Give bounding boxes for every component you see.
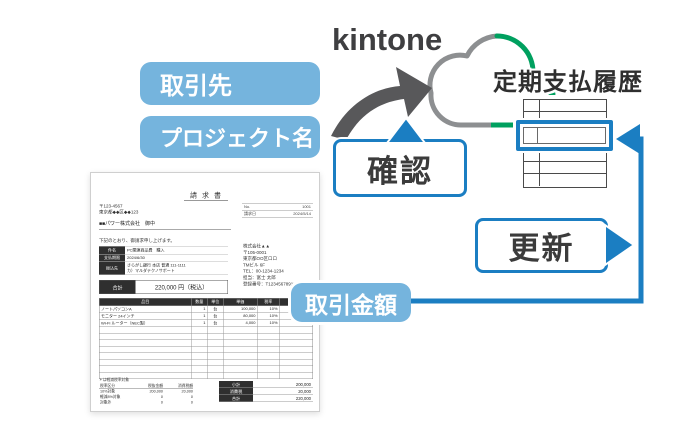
- meta-row-date: 請求日 2024/5/14: [242, 211, 313, 218]
- tag-project-name: プロジェクト名: [140, 116, 320, 158]
- tax-header-row: 税率区分 税抜金額 消費税額: [99, 383, 193, 389]
- issuer-name: 株式会社▲▲: [243, 243, 270, 249]
- invoice-issuer-block: 株式会社▲▲ 〒105-0001 東京都OO区ロロ TMビル 6F TEL：00…: [243, 243, 298, 287]
- tag-transaction-amount: 取引金額: [291, 283, 411, 322]
- tax-row: 対象外 0 0: [100, 400, 193, 405]
- invoice-detail-table: 件名 PC関連商品費 購入 支払期限 2024/6/30 振込先 さらがし銀行 …: [99, 246, 228, 275]
- invoice-tax-note: ＊は軽減税率対象: [99, 377, 129, 383]
- grand-total-row: 合計 220,000: [219, 395, 313, 402]
- app-title-recurring-payment-history: 定期支払履歴: [493, 69, 643, 96]
- invoice-recipient-address: 〒123-4567 東京都◆◆区◆◆123: [99, 203, 138, 215]
- invoice-items-table: 品目 数量 単位 単価 税率 金額 ノートパソコンA 1 台 100,000 1…: [99, 298, 314, 379]
- detail-row-due-date: 支払期限 2024/6/30: [99, 254, 228, 262]
- subtotal-row: 小計 200,000: [219, 381, 313, 388]
- item-row-empty: [99, 346, 313, 353]
- issuer-address1: 東京都OO区ロロ: [243, 256, 278, 262]
- issuer-postal: 〒105-0001: [243, 249, 267, 255]
- tax-row: 10%対象 200,000 20,000: [100, 389, 193, 394]
- item-row-empty: [99, 359, 313, 366]
- item-row-empty: [99, 333, 313, 340]
- table-row: [524, 150, 606, 162]
- table-row: [524, 162, 606, 174]
- kintone-logo: kintone: [332, 22, 443, 57]
- item-row-empty: [99, 340, 313, 347]
- item-row-empty: [99, 353, 313, 360]
- invoice-title: 請求書: [91, 190, 321, 201]
- item-row: モニター 24インチ 1 台 80,000 10% 80,000: [99, 313, 313, 320]
- meta-row-no: No. 1001: [242, 204, 313, 211]
- tax-amount-row: 消費税 20,000: [219, 388, 313, 395]
- recipient-postal: 〒123-4567: [99, 203, 123, 209]
- detail-row-bank: 振込先 さらがし銀行 本店 普通 111-1111 カ）マルダテクノサポート: [99, 261, 228, 275]
- upload-swoosh-arrow-icon: [331, 67, 432, 140]
- detail-row-subject: 件名 PC関連商品費 購入: [99, 246, 228, 255]
- item-row: Wi-Fi ルーター（NEC製） 1 台 4,000 10% 4,000: [99, 320, 313, 327]
- tag-vendor: 取引先: [140, 62, 320, 105]
- item-row: ノートパソコンA 1 台 100,000 10% 100,000: [99, 306, 313, 313]
- invoice-totals-table: 小計 200,000 消費税 20,000 合計 220,000: [219, 381, 313, 402]
- issuer-tel: TEL：00-1234-1234: [243, 268, 284, 274]
- highlighted-record-row-inner: [523, 127, 606, 144]
- item-row-empty: [99, 372, 313, 379]
- issuer-address2: TMビル 6F: [243, 262, 265, 268]
- table-row: [524, 100, 606, 112]
- recipient-address: 東京都◆◆区◆◆123: [99, 209, 139, 215]
- update-callout: 更新: [475, 218, 608, 273]
- invoice-greeting: 下記のとおり、御請求申し上げます。: [99, 238, 175, 243]
- invoice-tax-table: 税率区分 税抜金額 消費税額 10%対象 200,000 20,000 軽減8%…: [99, 383, 193, 405]
- connector-arrowhead-icon: [616, 124, 640, 154]
- tax-row: 軽減8%対象 0 0: [100, 394, 193, 400]
- highlighted-record-row: [516, 120, 613, 151]
- item-row-empty: [99, 366, 313, 373]
- items-header-row: 品目 数量 単位 単価 税率 金額: [99, 298, 314, 306]
- table-row: [524, 174, 606, 186]
- invoice-total-box: 合計 220,000 円（税込）: [99, 280, 228, 294]
- invoice-recipient-name: ■■パワー株式会社 御中: [99, 219, 231, 230]
- invoice-document: 請求書 〒123-4567 東京都◆◆区◆◆123 ■■パワー株式会社 御中 N…: [90, 172, 320, 412]
- issuer-person: 担当：富士 太郎: [243, 274, 276, 280]
- item-row-empty: [99, 327, 313, 334]
- invoice-content: 請求書 〒123-4567 東京都◆◆区◆◆123 ■■パワー株式会社 御中 N…: [91, 173, 321, 413]
- confirm-callout: 確認: [333, 139, 467, 197]
- update-pointer-icon: [604, 223, 636, 267]
- issuer-registration-number: 登録番号：T123456789123: [243, 281, 299, 287]
- invoice-meta-table: No. 1001 請求日 2024/5/14: [242, 203, 313, 218]
